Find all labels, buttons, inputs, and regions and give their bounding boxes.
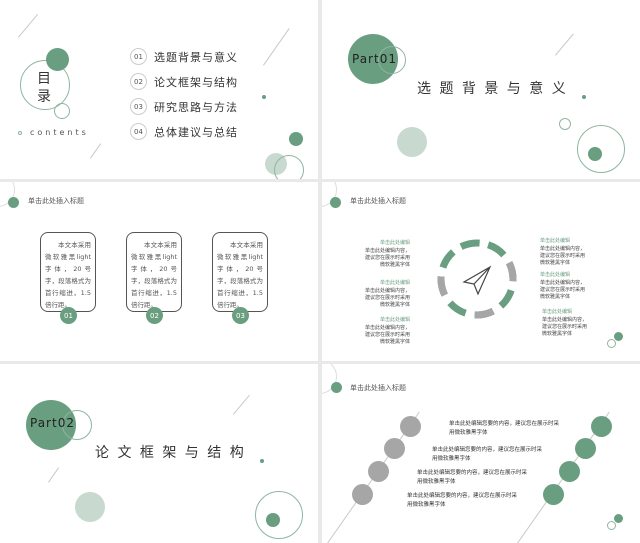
toc-subtitle: contents — [30, 128, 89, 137]
text-card-2: 本文本采用微软雅黑light字体，20号字，段落格式为首行缩进，1.5倍行距。 — [126, 232, 182, 312]
slide-steps[interactable]: 单击此处插入标题 单击此处编辑您要的内容，建议您在展示时采用微软雅黑字体 单击此… — [322, 364, 640, 543]
slide-header: 单击此处插入标题 — [28, 197, 84, 205]
ring-label-3: 单击此处编辑单击此处编辑内容，建议您在展示时采用微软雅黑字体 — [364, 317, 410, 345]
ring-diagram — [437, 239, 517, 319]
text-card-1: 本文本采用微软雅黑light字体，20号字，段落格式为首行缩进，1.5倍行距。 — [40, 232, 96, 312]
part-label: Part01 — [352, 52, 397, 66]
paper-plane-icon — [462, 265, 492, 296]
slide-header: 单击此处插入标题 — [350, 384, 406, 392]
decor-dot — [46, 48, 69, 71]
card-number: 01 — [60, 307, 77, 324]
ring-label-1: 单击此处编辑单击此处编辑内容，建议您在展示时采用微软雅黑字体 — [364, 240, 410, 268]
step-text-2: 单击此处编辑您要的内容，建议您在展示时采用微软雅黑字体 — [432, 447, 543, 462]
ring-label-2: 单击此处编辑单击此处编辑内容，建议您在展示时采用微软雅黑字体 — [364, 280, 410, 308]
step-text-1: 单击此处编辑您要的内容，建议您在展示时采用微软雅黑字体 — [449, 421, 560, 436]
ring-label-6: 单击此处编辑单击此处编辑内容，建议您在展示时采用微软雅黑字体 — [542, 309, 588, 337]
part-label: Part02 — [30, 416, 75, 430]
decor-line — [18, 14, 39, 38]
section-title: 论 文 框 架 与 结 构 — [95, 445, 246, 461]
toc-title: 目录 — [37, 71, 51, 105]
slide-part02[interactable]: Part02 论 文 框 架 与 结 构 — [0, 364, 318, 543]
section-title: 选 题 背 景 与 意 义 — [417, 81, 568, 97]
card-number: 02 — [146, 307, 163, 324]
ring-label-4: 单击此处编辑单击此处编辑内容，建议您在展示时采用微软雅黑字体 — [540, 238, 586, 266]
decor-ring — [54, 103, 70, 119]
card-number: 03 — [232, 307, 249, 324]
slide-part01[interactable]: Part01 选 题 背 景 与 意 义 — [322, 0, 640, 179]
text-card-3: 本文本采用微软雅黑light字体，20号字，段落格式为首行缩进，1.5倍行距。 — [212, 232, 268, 312]
slide-header: 单击此处插入标题 — [350, 197, 406, 205]
decor-ring — [20, 60, 70, 110]
slide-cards[interactable]: 单击此处插入标题 本文本采用微软雅黑light字体，20号字，段落格式为首行缩进… — [0, 182, 318, 361]
step-text-3: 单击此处编辑您要的内容，建议您在展示时采用微软雅黑字体 — [417, 470, 528, 485]
step-text-4: 单击此处编辑您要的内容，建议您在展示时采用微软雅黑字体 — [407, 493, 518, 508]
ring-label-5: 单击此处编辑单击此处编辑内容，建议您在展示时采用微软雅黑字体 — [540, 272, 586, 300]
slide-ring-diagram[interactable]: 单击此处插入标题 单击此处编辑单击此处编辑内容，建议您在展示时采用微软雅黑字体 … — [322, 182, 640, 361]
